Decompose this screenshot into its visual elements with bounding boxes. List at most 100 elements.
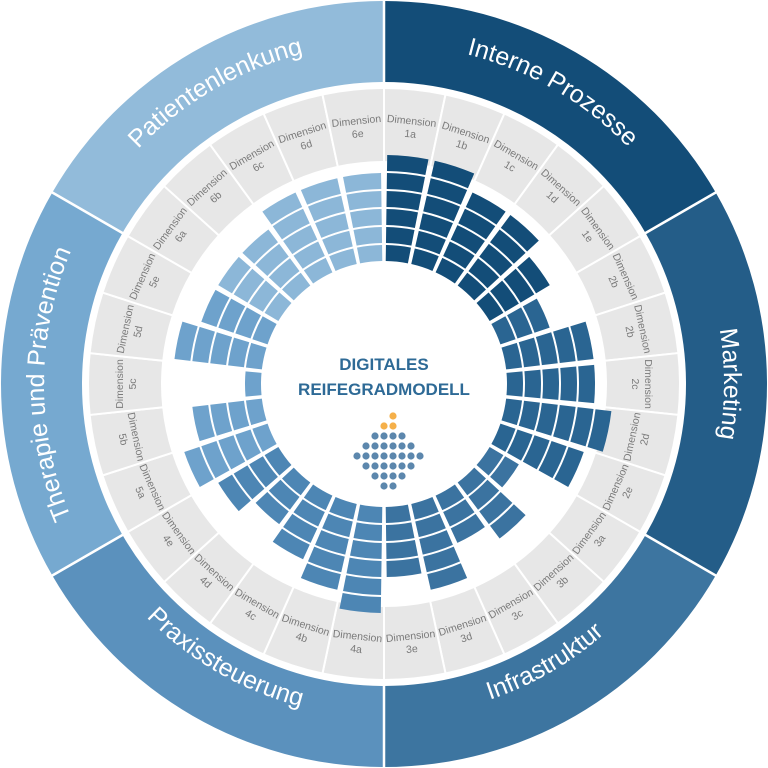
arrow-dot xyxy=(380,472,388,480)
level-block xyxy=(560,366,577,402)
level-bar-1a xyxy=(385,155,429,264)
level-block xyxy=(346,557,382,577)
level-block xyxy=(264,446,292,476)
level-bar-2e xyxy=(491,423,584,487)
dimension-code: 6c xyxy=(251,159,267,175)
level-block xyxy=(524,369,541,399)
category-segment-1 xyxy=(384,1,716,233)
dimension-label: Dimension xyxy=(114,359,126,409)
level-block xyxy=(255,492,289,525)
dimension-code: 5c xyxy=(127,378,139,389)
level-block xyxy=(385,245,411,264)
level-block xyxy=(293,499,325,527)
level-bar-1b xyxy=(411,160,475,271)
category-segment-6 xyxy=(52,1,385,233)
level-block xyxy=(457,272,486,301)
arrow-dot xyxy=(380,462,388,470)
level-block xyxy=(201,441,230,479)
level-block xyxy=(503,268,535,303)
level-block xyxy=(578,364,595,404)
level-block xyxy=(218,474,251,512)
arrow-dot xyxy=(398,452,406,460)
dimension-label: Dimension xyxy=(385,628,436,645)
level-block xyxy=(283,513,318,543)
level-bar-4d xyxy=(255,467,311,525)
level-block xyxy=(423,546,461,573)
level-bar-3a xyxy=(476,446,519,488)
dimension-code: 4c xyxy=(243,607,259,623)
dimension-code: 5d xyxy=(131,325,145,339)
dimension-code: 1b xyxy=(454,138,469,153)
arrow-dot xyxy=(389,442,397,450)
center-title-line2: REIFEGRADMODELL xyxy=(298,380,470,399)
level-block xyxy=(517,256,550,294)
level-block xyxy=(411,497,439,520)
dimension-code: 2b xyxy=(605,274,621,290)
level-block xyxy=(339,592,382,613)
category-segment-5 xyxy=(0,192,123,576)
dimension-code: 3c xyxy=(510,607,526,623)
level-bar-5c xyxy=(245,371,262,397)
level-block xyxy=(353,522,383,541)
level-bar-6e xyxy=(343,173,383,264)
dimension-label: Dimension xyxy=(386,113,437,130)
level-block xyxy=(385,504,411,523)
level-block xyxy=(218,435,246,470)
level-block xyxy=(491,316,516,345)
level-bar-2b xyxy=(491,298,550,345)
level-block xyxy=(431,160,475,189)
level-bar-2c xyxy=(506,364,595,404)
dimension-code: 5a xyxy=(132,485,148,501)
level-block xyxy=(242,229,278,264)
level-block xyxy=(538,441,567,479)
level-block xyxy=(268,258,300,289)
category-segment-3 xyxy=(384,535,716,767)
level-block xyxy=(184,446,214,487)
level-block xyxy=(283,225,318,255)
level-block xyxy=(303,484,333,511)
level-bar-3e xyxy=(385,504,422,577)
level-block xyxy=(450,513,485,543)
arrow-dot xyxy=(371,472,379,480)
arrow-dot xyxy=(371,432,379,440)
level-block xyxy=(476,446,504,476)
level-block xyxy=(553,404,576,442)
level-block xyxy=(419,213,453,238)
dimension-code: 5b xyxy=(116,433,130,447)
level-block xyxy=(491,423,516,452)
dimension-code: 2d xyxy=(638,432,652,446)
arrow-dot xyxy=(398,432,406,440)
category-divider xyxy=(643,190,718,236)
level-block xyxy=(307,195,345,222)
level-block xyxy=(501,398,523,426)
level-block xyxy=(500,215,539,252)
level-block xyxy=(415,230,446,255)
level-block xyxy=(272,208,310,240)
level-block xyxy=(518,400,540,431)
arrow-dot xyxy=(407,462,415,470)
level-bar-5e xyxy=(201,289,277,345)
level-block xyxy=(587,409,612,452)
level-block xyxy=(411,248,439,271)
level-block xyxy=(386,191,422,211)
level-block xyxy=(300,178,341,205)
level-block xyxy=(315,530,349,555)
level-block xyxy=(518,337,540,368)
arrow-dot xyxy=(362,452,370,460)
level-block xyxy=(329,248,357,271)
arrow-dot xyxy=(362,462,370,470)
level-block xyxy=(201,289,230,327)
category-divider xyxy=(643,532,718,578)
level-block xyxy=(282,467,311,496)
arrow-dot xyxy=(398,442,406,450)
center-area: DIGITALES REIFEGRADMODELL xyxy=(298,355,470,490)
